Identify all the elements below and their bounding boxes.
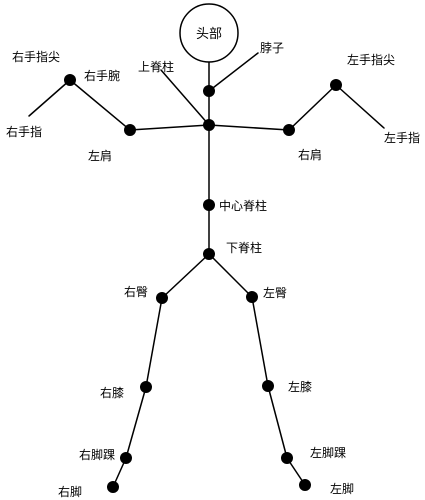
joint-labels: 脖子 上脊柱 右手指尖 右手腕 右手指 左手指尖 左手指 左肩 右肩 中心脊柱 … bbox=[6, 41, 420, 499]
bone-right-shin bbox=[125, 386, 147, 459]
bone-right-forearm bbox=[28, 79, 71, 117]
joint-spine-mid bbox=[203, 199, 215, 211]
joint-right-shoulder bbox=[124, 124, 136, 136]
joint-left-hand-tip bbox=[330, 79, 342, 91]
label-left-ankle: 左脚踝 bbox=[310, 445, 346, 460]
bone-shoulder-line-left bbox=[208, 124, 290, 131]
bone-neck-label-leader bbox=[208, 52, 259, 92]
bone-left-shin bbox=[267, 385, 288, 459]
label-right-hip: 右臀 bbox=[124, 284, 148, 299]
head-circle bbox=[179, 3, 239, 63]
bone-right-thigh bbox=[145, 297, 163, 388]
joint-right-knee bbox=[140, 381, 152, 393]
joint-right-hand-tip bbox=[64, 74, 76, 86]
label-right-foot: 右脚 bbox=[58, 484, 82, 499]
bone-shoulder-line-right bbox=[129, 124, 210, 131]
label-left-hip: 左臀 bbox=[263, 285, 287, 300]
label-left-knee: 左膝 bbox=[288, 379, 312, 394]
label-spine-mid: 中心脊柱 bbox=[219, 198, 267, 213]
bone-left-pelvis bbox=[208, 253, 253, 298]
joint-left-foot bbox=[299, 479, 311, 491]
bone-upper-spine-leader bbox=[160, 69, 210, 126]
label-left-shoulder-screen: 左肩 bbox=[88, 148, 112, 163]
label-right-ankle: 右脚踝 bbox=[79, 447, 115, 462]
joint-right-foot bbox=[107, 481, 119, 493]
bone-right-pelvis bbox=[161, 253, 210, 299]
joints bbox=[64, 74, 342, 493]
joint-lower-spine bbox=[203, 248, 215, 260]
label-right-knee: 右膝 bbox=[100, 385, 124, 400]
joint-right-ankle bbox=[120, 452, 132, 464]
bones bbox=[28, 52, 385, 488]
bone-right-upper-arm bbox=[69, 79, 131, 131]
label-left-hand: 左手指 bbox=[384, 130, 420, 145]
joint-left-ankle bbox=[281, 452, 293, 464]
label-right-hand: 右手指 bbox=[6, 124, 42, 139]
joint-left-shoulder bbox=[283, 124, 295, 136]
joint-left-knee bbox=[262, 380, 274, 392]
label-neck: 脖子 bbox=[260, 41, 284, 55]
label-lower-spine: 下脊柱 bbox=[226, 240, 262, 255]
label-right-wrist: 右手腕 bbox=[84, 68, 120, 83]
label-right-shoulder-screen: 右肩 bbox=[298, 147, 322, 162]
bone-left-thigh bbox=[251, 296, 269, 387]
head-label: 头部 bbox=[196, 27, 222, 42]
joint-neck bbox=[203, 85, 215, 97]
joint-shoulder-center bbox=[203, 119, 215, 131]
label-right-hand-tip: 右手指尖 bbox=[12, 49, 60, 64]
head-node: 头部 bbox=[179, 3, 239, 63]
label-left-hand-tip: 左手指尖 bbox=[347, 52, 395, 67]
label-upper-spine: 上脊柱 bbox=[138, 59, 174, 74]
joint-right-hip bbox=[156, 292, 168, 304]
bone-left-forearm bbox=[335, 84, 385, 129]
joint-left-hip bbox=[246, 291, 258, 303]
label-left-foot: 左脚 bbox=[330, 481, 354, 496]
bone-left-upper-arm bbox=[288, 84, 337, 131]
